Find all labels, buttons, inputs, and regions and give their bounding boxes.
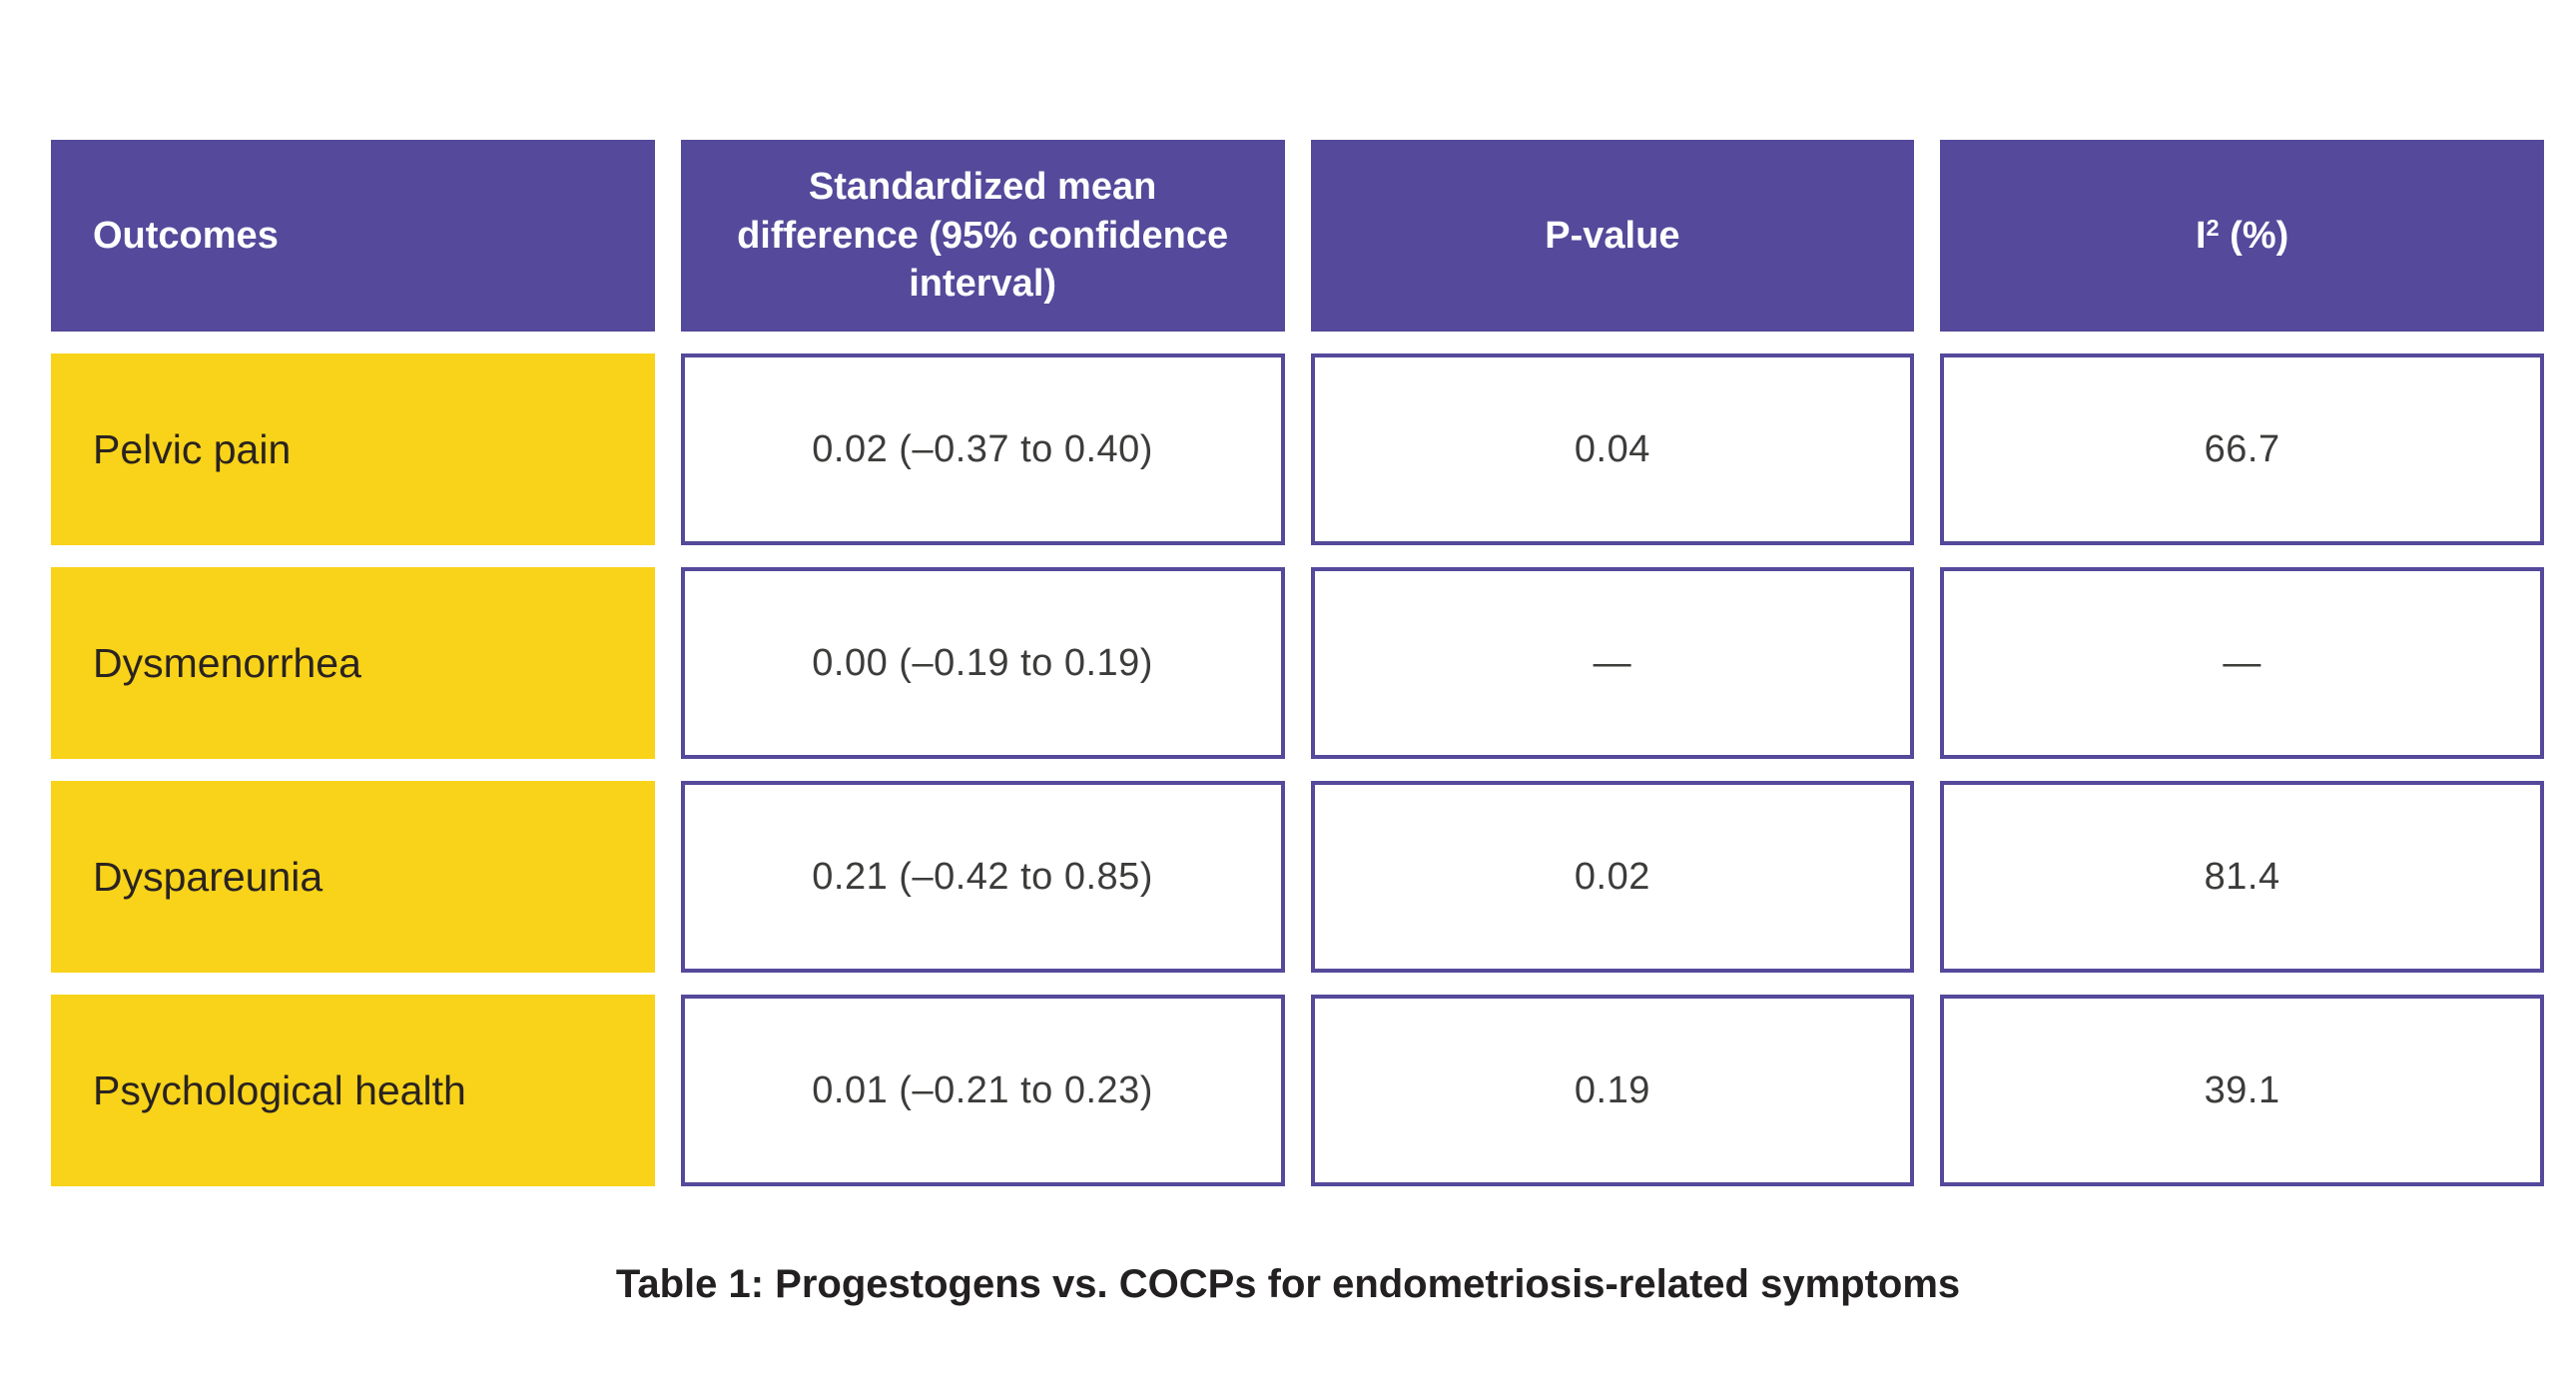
header-i2-label: I2 (%) — [2196, 212, 2288, 261]
header-smd-label: Standardized mean difference (95% confid… — [737, 166, 1229, 306]
outcome-cell-dysmenorrhea: Dysmenorrhea — [51, 567, 655, 759]
outcome-label: Pelvic pain — [93, 425, 292, 472]
smd-value: 0.21 (–0.42 to 0.85) — [812, 855, 1153, 898]
outcome-label: Psychological health — [93, 1066, 466, 1113]
smd-value: 0.01 (–0.21 to 0.23) — [812, 1068, 1153, 1111]
p-value-cell-pelvic-pain: 0.04 — [1310, 353, 1915, 545]
header-p-value-label: P-value — [1545, 214, 1680, 257]
outcomes-table: Outcomes Standardized mean difference (9… — [51, 140, 2544, 1186]
i2-cell-dyspareunia: 81.4 — [1940, 781, 2544, 973]
outcome-label: Dysmenorrhea — [93, 639, 361, 686]
header-i2-rest: (%) — [2219, 214, 2289, 257]
table-caption: Table 1: Progestogens vs. COCPs for endo… — [615, 1262, 1961, 1306]
p-value: — — [1593, 641, 1632, 684]
i2-value: — — [2223, 641, 2261, 684]
header-i2-superscript: 2 — [2206, 214, 2220, 241]
p-value-cell-dysmenorrhea: — — [1310, 567, 1915, 759]
p-value: 0.04 — [1574, 427, 1650, 470]
i2-cell-pelvic-pain: 66.7 — [1940, 353, 2544, 545]
smd-value: 0.00 (–0.19 to 0.19) — [812, 641, 1153, 684]
outcome-cell-dyspareunia: Dyspareunia — [51, 781, 655, 973]
header-outcomes: Outcomes — [51, 140, 655, 332]
p-value-cell-psychological-health: 0.19 — [1310, 995, 1915, 1186]
p-value-cell-dyspareunia: 0.02 — [1310, 781, 1915, 973]
header-i2-base: I — [2195, 214, 2207, 257]
outcome-label: Dyspareunia — [93, 853, 323, 900]
outcome-cell-pelvic-pain: Pelvic pain — [51, 353, 655, 545]
i2-value: 66.7 — [2204, 427, 2280, 470]
smd-cell-dysmenorrhea: 0.00 (–0.19 to 0.19) — [680, 567, 1285, 759]
header-p-value: P-value — [1310, 140, 1915, 332]
header-outcomes-label: Outcomes — [93, 214, 279, 257]
header-i2: I2 (%) — [1940, 140, 2544, 332]
smd-cell-psychological-health: 0.01 (–0.21 to 0.23) — [680, 995, 1285, 1186]
header-smd: Standardized mean difference (95% confid… — [680, 140, 1285, 332]
i2-value: 39.1 — [2204, 1068, 2280, 1111]
i2-cell-dysmenorrhea: — — [1940, 567, 2544, 759]
p-value: 0.19 — [1574, 1068, 1650, 1111]
outcome-cell-psychological-health: Psychological health — [51, 995, 655, 1186]
i2-cell-psychological-health: 39.1 — [1940, 995, 2544, 1186]
smd-value: 0.02 (–0.37 to 0.40) — [812, 427, 1153, 470]
i2-value: 81.4 — [2204, 855, 2280, 898]
smd-cell-dyspareunia: 0.21 (–0.42 to 0.85) — [680, 781, 1285, 973]
smd-cell-pelvic-pain: 0.02 (–0.37 to 0.40) — [680, 353, 1285, 545]
p-value: 0.02 — [1574, 855, 1650, 898]
